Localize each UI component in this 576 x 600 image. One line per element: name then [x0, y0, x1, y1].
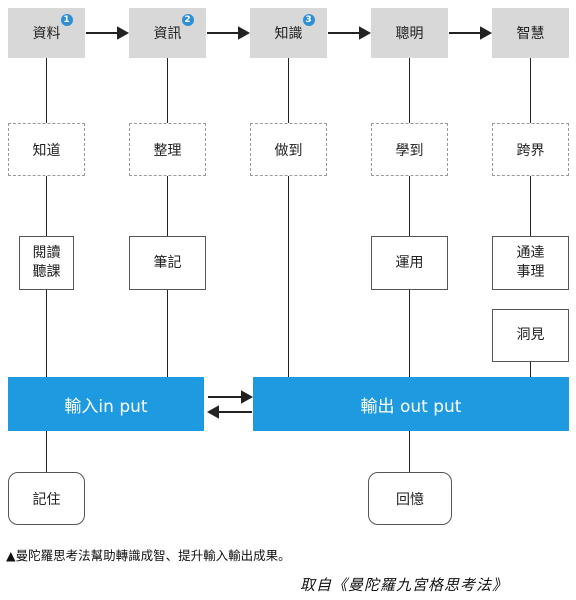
connector-col4-bottom: [409, 431, 410, 472]
source-credit: 取自《曼陀羅九宮格思考法》: [300, 576, 509, 594]
stage-label: 聰明: [395, 26, 424, 42]
connector-col2-mid: [167, 176, 168, 236]
connector-col5-top: [530, 58, 531, 123]
connector-col2-low: [167, 290, 168, 377]
method-box-understand: 通達 事理: [492, 236, 569, 290]
exchange-arrows: [206, 390, 254, 419]
badge-1: 1: [60, 14, 73, 26]
arrow-to-input-head: [206, 405, 219, 419]
connector-col4-low: [409, 290, 410, 377]
method-box-notes: 筆記: [129, 236, 206, 290]
stage-arrows: [86, 26, 493, 40]
arrow-2-3-head: [238, 26, 251, 40]
badge-2: 2: [181, 14, 194, 26]
arrow-3-4-head: [359, 26, 372, 40]
connector-col1-mid: [46, 176, 47, 236]
method-line: 聽課: [32, 264, 61, 280]
connector-col3-top: [288, 58, 289, 123]
method-line: 事理: [516, 264, 545, 280]
connector-col4-mid: [409, 176, 410, 236]
stage-box-intelligence: 聰明: [371, 8, 448, 58]
arrow-to-output-head: [241, 390, 254, 404]
action-box-learn: 學到: [371, 123, 448, 176]
method-box-read-listen: 閱讀 聽課: [19, 236, 74, 290]
stage-box-wisdom: 智慧: [492, 8, 569, 58]
badge-3: 3: [302, 14, 315, 26]
connector-col5-mid: [530, 176, 531, 236]
method-line: 閱讀: [32, 245, 61, 261]
method-box-apply: 運用: [371, 236, 448, 290]
connector-col1-low: [46, 290, 47, 377]
input-bar: 輸入in put: [8, 377, 204, 431]
connector-col5-low: [530, 362, 531, 377]
action-box-know: 知道: [8, 123, 85, 176]
method-line: 通達: [516, 245, 545, 261]
output-bar: 輸出 out put: [253, 377, 569, 431]
action-box-do: 做到: [250, 123, 327, 176]
action-box-organize: 整理: [129, 123, 206, 176]
action-box-crossover: 跨界: [492, 123, 569, 176]
connector-col4-top: [409, 58, 410, 123]
connector-col2-top: [167, 58, 168, 123]
arrow-1-2-head: [117, 26, 130, 40]
connector-col3-low: [288, 176, 289, 377]
connector-col1-top: [46, 58, 47, 123]
arrow-4-5-head: [480, 26, 493, 40]
method-box-insight: 洞見: [492, 309, 569, 362]
result-box-recall: 回憶: [368, 472, 452, 525]
stage-label: 智慧: [516, 26, 545, 42]
figure-caption: ▲曼陀羅思考法幫助轉識成智、提升輸入輸出成果。: [6, 548, 291, 563]
connector-col1-bottom: [46, 431, 47, 472]
result-box-remember: 記住: [8, 472, 85, 525]
